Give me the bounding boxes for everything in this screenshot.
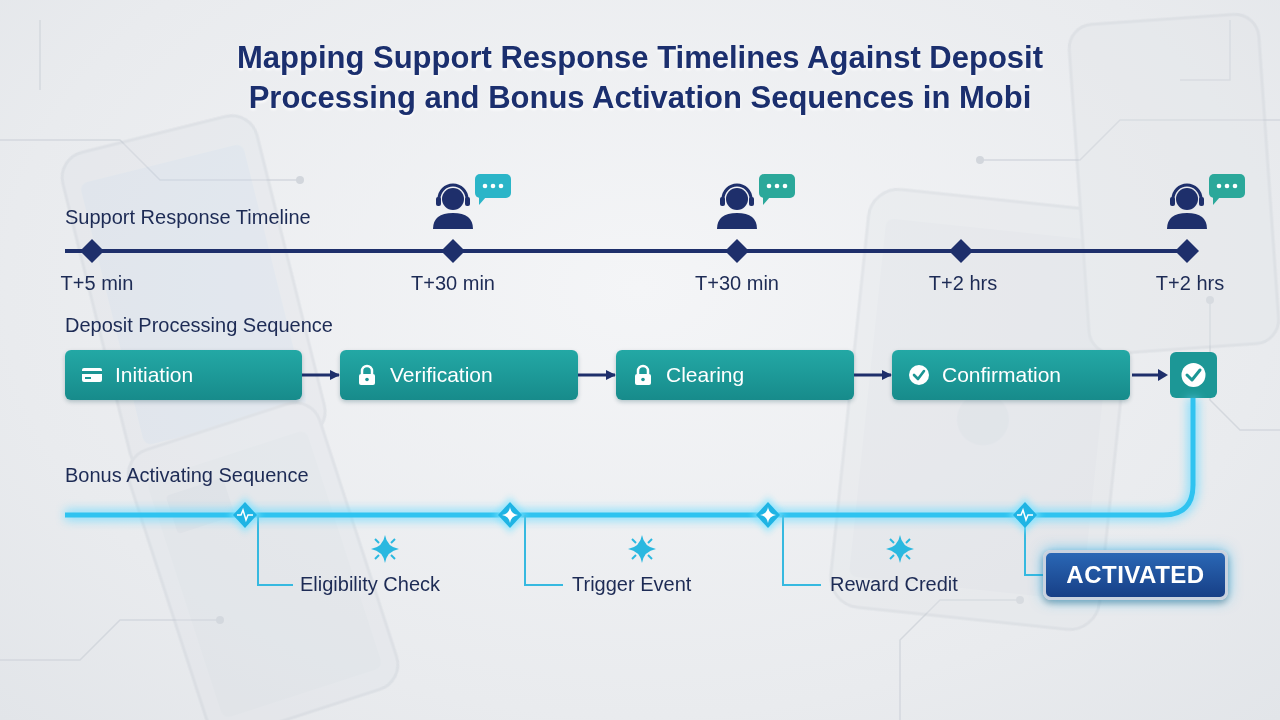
- sparkle-icons: [371, 535, 914, 563]
- flow-arrow: [854, 374, 891, 377]
- node-text: Confirmation: [942, 363, 1061, 387]
- status-badge: ACTIVATED: [1043, 550, 1228, 600]
- process-box: Confirmation: [892, 350, 1130, 400]
- time-marker: T+30 min: [411, 272, 495, 295]
- process-box: Clearing: [616, 350, 854, 400]
- confirm-check-box: [1132, 352, 1217, 398]
- node-text: Initiation: [115, 363, 193, 387]
- lock-icon: [356, 364, 378, 386]
- step-label: Eligibility Check: [300, 573, 440, 596]
- lock-icon: [632, 364, 654, 386]
- time-marker: T+30 min: [695, 272, 779, 295]
- check-icon: [908, 364, 930, 386]
- sequence-title: Deposit Processing Sequence: [65, 314, 333, 337]
- process-box: Initiation: [65, 350, 302, 400]
- node-text: ACTIVATED: [1066, 561, 1204, 589]
- time-marker: T+5 min: [61, 272, 134, 295]
- diagram-title: Mapping Support Response Timelines Again…: [110, 38, 1170, 118]
- process-box: Verification: [340, 350, 578, 400]
- flow-arrow: [578, 374, 615, 377]
- support-timeline: [65, 239, 1199, 263]
- time-marker: T+2 hrs: [929, 272, 997, 295]
- agent-icons: [433, 174, 1245, 229]
- bonus-markers: [229, 497, 1041, 533]
- sequence-title: Bonus Activating Sequence: [65, 464, 309, 487]
- flow-arrow: [302, 374, 339, 377]
- step-label: Trigger Event: [572, 573, 691, 596]
- timeline-title: Support Response Timeline: [65, 206, 311, 229]
- time-marker: T+2 hrs: [1156, 272, 1224, 295]
- card-icon: [81, 364, 103, 386]
- node-text: Clearing: [666, 363, 744, 387]
- bonus-line: [65, 398, 1193, 515]
- step-label: Reward Credit: [830, 573, 958, 596]
- phone-illustrations: [57, 13, 1280, 720]
- node-text: Verification: [390, 363, 493, 387]
